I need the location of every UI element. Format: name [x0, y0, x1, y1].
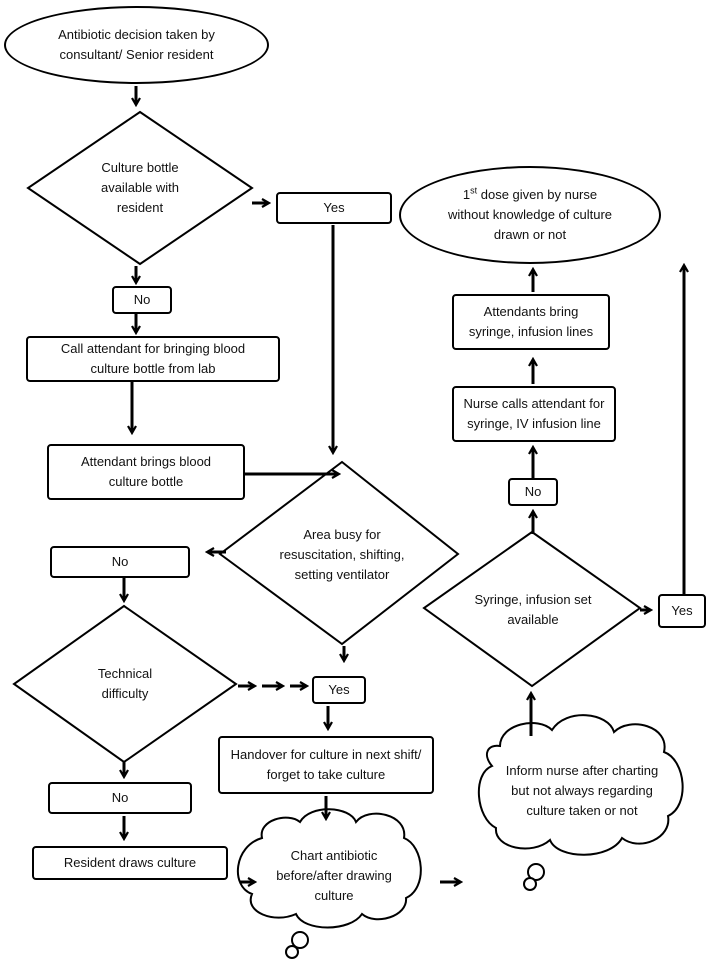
chart-antibiotic-cloud [236, 808, 422, 959]
area-busy-diamond [218, 460, 460, 646]
first-dose-label: 1st dose given by nurse without knowledg… [445, 185, 615, 245]
handover-box: Handover for culture in next shift/ forg… [218, 736, 434, 794]
call-attendant-box: Call attendant for bringing blood cultur… [26, 336, 280, 382]
syringe-available-label: Syringe, infusion set available [474, 592, 592, 627]
resident-draws-box: Resident draws culture [32, 846, 228, 880]
no-top-box: No [112, 286, 172, 314]
nurse-calls-box: Nurse calls attendant for syringe, IV in… [452, 386, 616, 442]
yes-mid-box: Yes [312, 676, 366, 704]
inform-nurse-cloud [478, 714, 684, 891]
connectors [124, 86, 684, 882]
first-dose-ellipse: 1st dose given by nurse without knowledg… [399, 166, 661, 264]
no-bottom-box: No [48, 782, 192, 814]
attendants-bring-box: Attendants bring syringe, infusion lines [452, 294, 610, 350]
first-dose-ordinal: st [470, 185, 478, 196]
attendant-brings-box: Attendant brings blood culture bottle [47, 444, 245, 500]
syringe-available-diamond [422, 530, 642, 688]
first-dose-number: 1 [462, 187, 471, 202]
area-busy-label: Area busy for resuscitation, shifting, s… [279, 527, 405, 582]
start-ellipse: Antibiotic decision taken by consultant/… [4, 6, 269, 84]
no-right-box: No [508, 478, 558, 506]
first-dose-text: dose given by nurse without knowledge of… [447, 187, 613, 242]
inform-nurse-label: Inform nurse after charting but not alwa… [505, 763, 659, 818]
yes-top-box: Yes [276, 192, 392, 224]
no-left-box: No [50, 546, 190, 578]
yes-right-box: Yes [658, 594, 706, 628]
culture-available-label: Culture bottle available with resident [100, 160, 180, 215]
culture-available-diamond [26, 110, 254, 266]
chart-antibiotic-label: Chart antibiotic before/after drawing cu… [276, 848, 392, 903]
start-label: Antibiotic decision taken by consultant/… [58, 27, 215, 62]
technical-difficulty-label: Technical difficulty [97, 666, 153, 701]
